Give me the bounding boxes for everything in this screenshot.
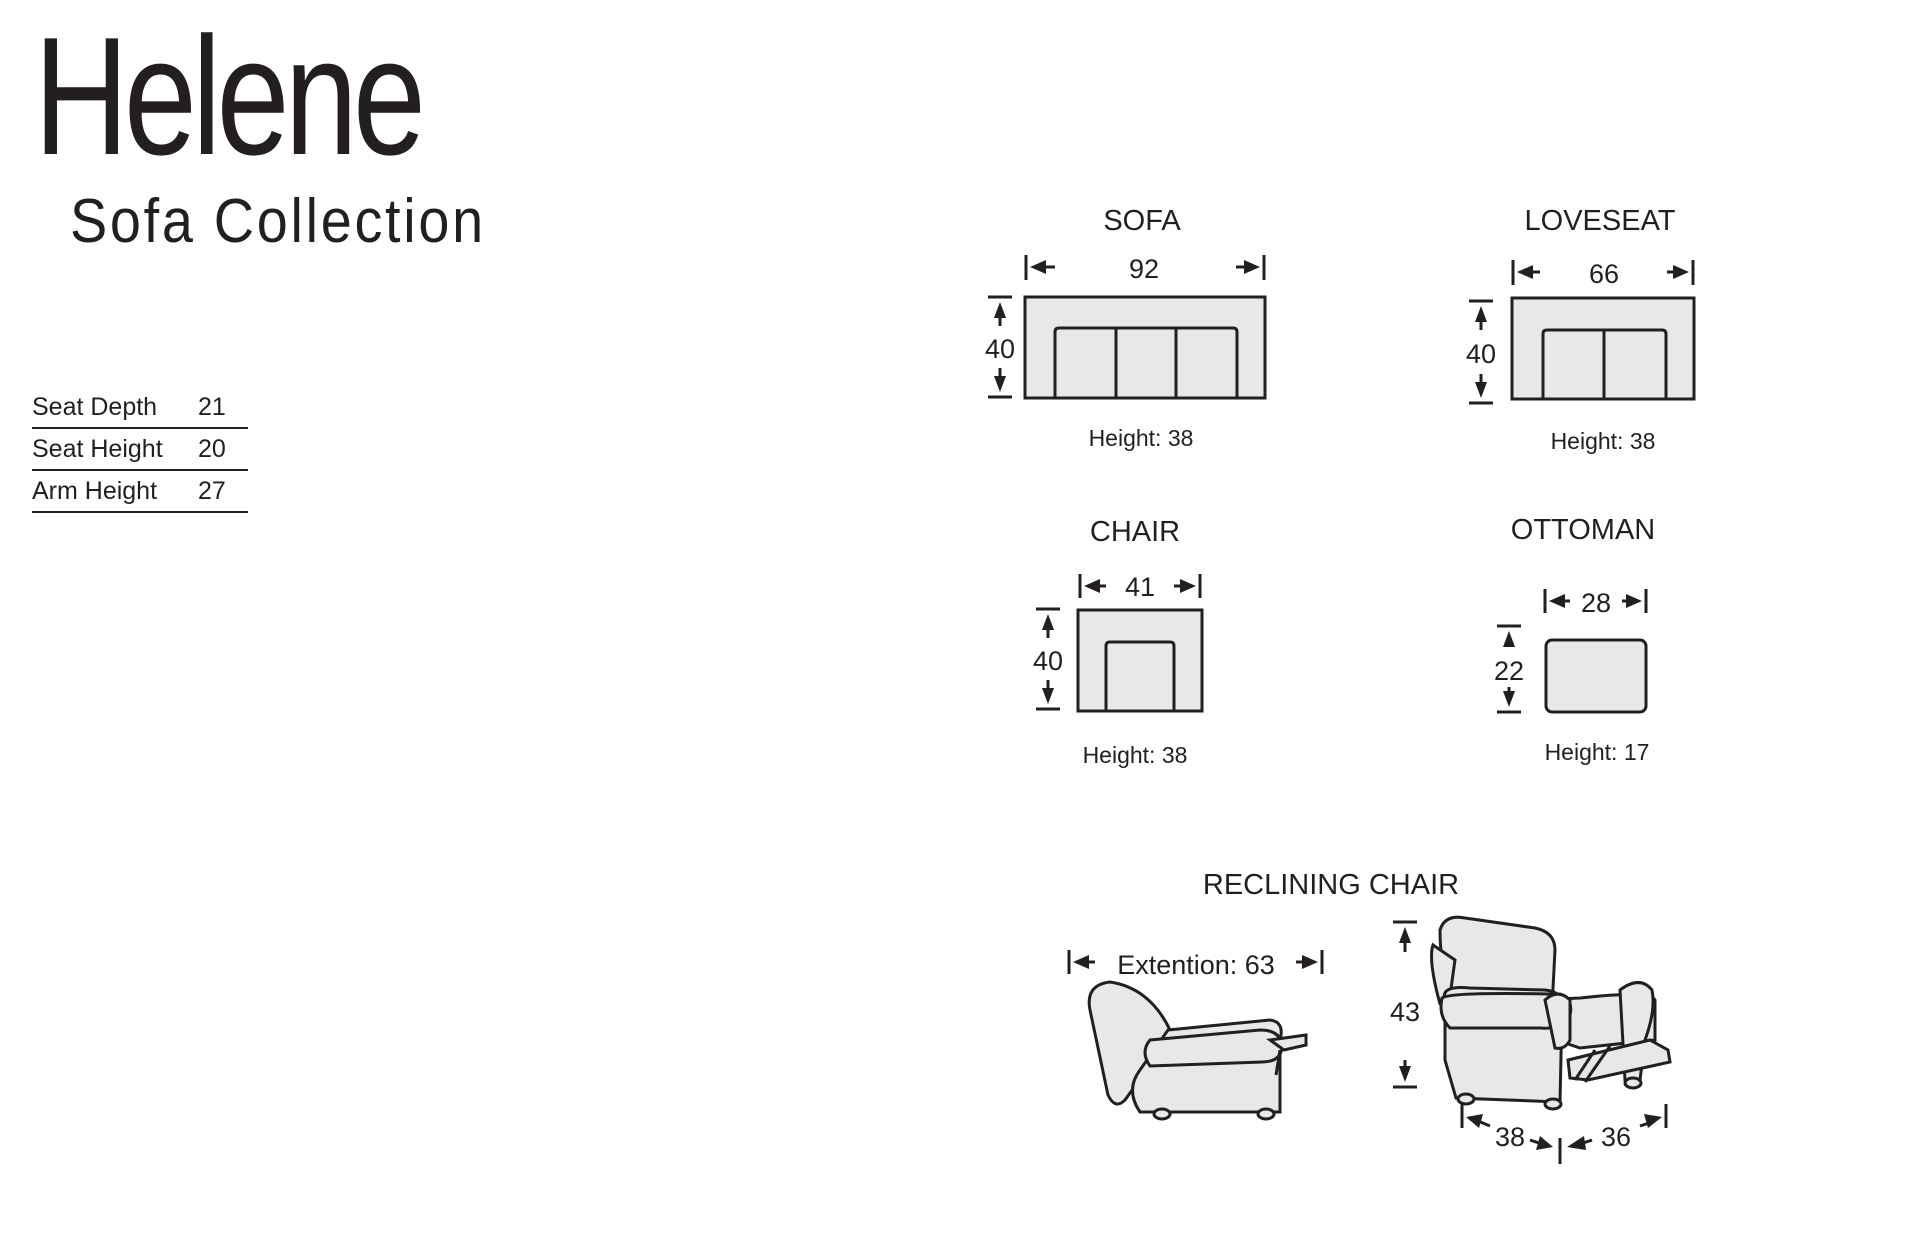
arrow-left-icon [1549, 594, 1565, 608]
spec-table: Seat Depth 21 Seat Height 20 Arm Height … [32, 388, 248, 514]
spec-row-seat-height: Seat Height 20 [32, 430, 248, 471]
loveseat-depth: 40 [1466, 339, 1496, 369]
arrow-up-icon [994, 302, 1006, 318]
chair-shape [1076, 608, 1204, 713]
recliner-foot [1623, 1076, 1643, 1090]
sofa-width: 92 [1129, 254, 1159, 284]
footrest-link [1573, 1049, 1597, 1081]
recliner-back [1087, 980, 1172, 1106]
arrow-up-icon [1042, 614, 1054, 630]
ottoman-height: Height: 17 [1545, 739, 1650, 765]
chair-seat-outline [1104, 640, 1176, 711]
chair-label: CHAIR [1090, 516, 1180, 548]
collection-subtitle: Sofa Collection [70, 187, 486, 256]
arrow-right-icon [1302, 955, 1318, 969]
arrow-right-icon [1626, 594, 1642, 608]
arrow-down-icon [1399, 1066, 1411, 1082]
recliner-height: 43 [1390, 997, 1420, 1027]
arrow-right-icon [1244, 260, 1260, 274]
recliner-footrest [1266, 1033, 1308, 1052]
spec-value: 27 [198, 477, 226, 505]
arrow-right-icon [1536, 1136, 1553, 1150]
chair-height: Height: 38 [1083, 742, 1188, 768]
loveseat-width: 66 [1589, 259, 1619, 289]
arrow-up-icon [1399, 927, 1411, 943]
spec-row-arm-height: Arm Height 27 [32, 472, 248, 513]
spec-value: 21 [198, 393, 226, 421]
sofa-label: SOFA [1103, 205, 1181, 237]
sofa-diagram: SOFA 92 40 Height: 38 [985, 205, 1267, 451]
recliner-width: 38 [1495, 1122, 1525, 1152]
spec-value: 20 [198, 435, 226, 463]
arrow-right-icon [1673, 265, 1689, 279]
arrow-down-icon [1475, 382, 1487, 398]
sofa-seat-outline [1053, 326, 1239, 398]
ottoman-depth: 22 [1494, 656, 1524, 686]
recliner-arm [1143, 1028, 1284, 1068]
arrow-left-icon [1567, 1136, 1586, 1150]
arrow-down-icon [1042, 688, 1054, 704]
loveseat-height: Height: 38 [1551, 428, 1656, 454]
arrow-down-icon [1503, 691, 1515, 707]
ottoman-shape [1544, 638, 1648, 714]
chair-width: 41 [1125, 572, 1155, 602]
dimension-line [1579, 1138, 1593, 1146]
arrow-left-icon [1030, 260, 1046, 274]
arrow-right-icon [1644, 1114, 1662, 1128]
recliner-foot [1543, 1097, 1563, 1111]
spec-row-seat-depth: Seat Depth 21 [32, 388, 248, 429]
recliner-diagram: RECLINING CHAIR Extention: 63 43 [1067, 869, 1672, 1164]
recliner-arm-scroll [1543, 992, 1572, 1050]
recliner-foot [1456, 1092, 1476, 1106]
arrow-left-icon [1084, 579, 1100, 593]
recliner-foot [1256, 1107, 1276, 1121]
arrow-right-icon [1180, 579, 1196, 593]
loveseat-label: LOVESEAT [1525, 205, 1676, 237]
arrow-left-icon [1466, 1114, 1483, 1128]
recliner-extension: Extention: 63 [1117, 950, 1275, 980]
recliner-depth: 36 [1601, 1122, 1631, 1152]
arrow-left-icon [1073, 955, 1089, 969]
footrest-link [1583, 1045, 1612, 1083]
ottoman-label: OTTOMAN [1511, 514, 1655, 546]
chair-diagram: CHAIR 41 40 Height: 38 [1033, 516, 1204, 768]
spec-label: Seat Depth [32, 393, 158, 421]
collection-title: Helene [34, 2, 426, 190]
spec-label: Seat Height [32, 435, 163, 463]
arrow-down-icon [994, 376, 1006, 392]
sofa-height: Height: 38 [1089, 425, 1194, 451]
dimension-line [1477, 1119, 1491, 1128]
sofa-shape [1023, 295, 1267, 400]
chair-depth: 40 [1033, 646, 1063, 676]
recliner-perspective-view [1430, 915, 1672, 1111]
footrest-link [1274, 1049, 1282, 1076]
recliner-label: RECLINING CHAIR [1203, 869, 1459, 901]
spec-label: Arm Height [32, 477, 158, 505]
arrow-left-icon [1517, 265, 1533, 279]
arrow-up-icon [1475, 306, 1487, 322]
ottoman-width: 28 [1581, 588, 1611, 618]
recliner-foot [1152, 1107, 1172, 1121]
sofa-depth: 40 [985, 334, 1015, 364]
ottoman-diagram: OTTOMAN 28 22 Height: 17 [1494, 514, 1655, 765]
arrow-up-icon [1503, 631, 1515, 647]
recliner-side-view [1087, 980, 1308, 1121]
loveseat-diagram: LOVESEAT 66 40 Height: 38 [1466, 205, 1696, 454]
